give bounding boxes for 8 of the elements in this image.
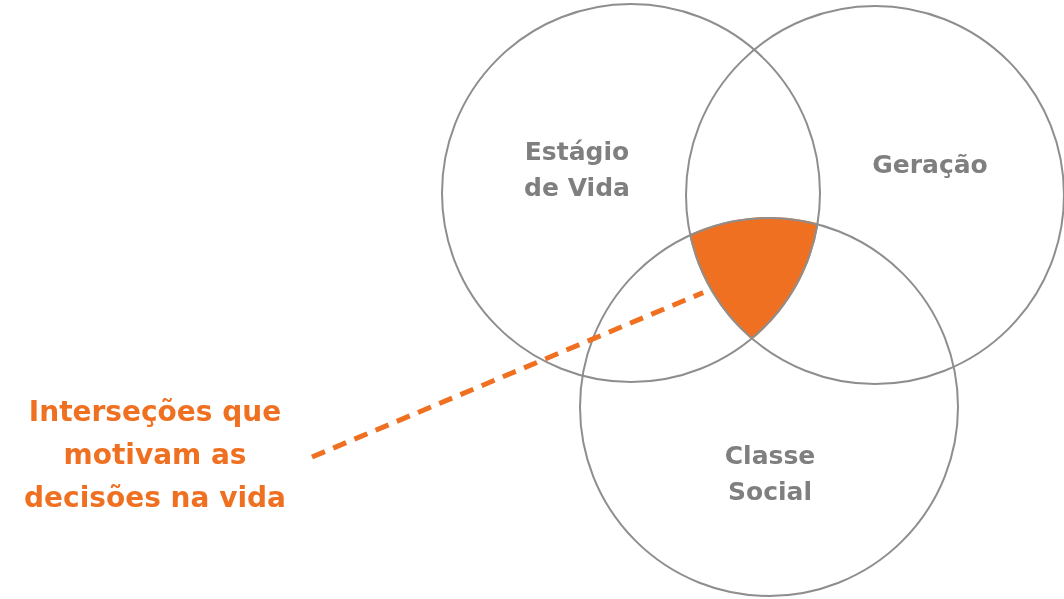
circle-label: Geração — [871, 149, 989, 181]
venn-circle — [685, 5, 1064, 385]
circle-label: Estágio de Vida — [523, 136, 631, 204]
callout-text: Interseções que motivam as decisões na vida — [0, 390, 310, 519]
leader-line — [311, 290, 705, 460]
venn-circle — [441, 3, 821, 383]
venn-circle — [579, 217, 959, 597]
circle-label: Classe Social — [723, 440, 817, 508]
